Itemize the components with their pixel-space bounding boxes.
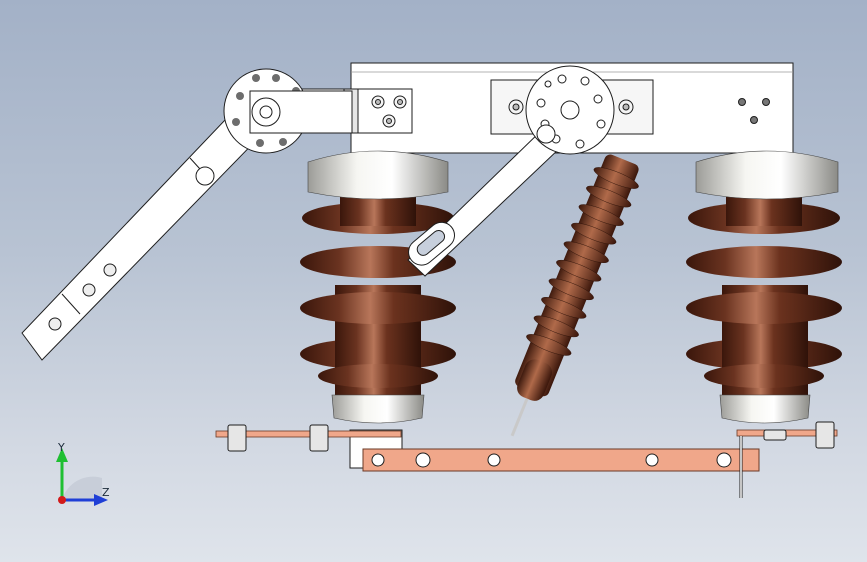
frame-nuts [371, 95, 770, 128]
insulator-right [686, 150, 842, 424]
insulator-left [300, 150, 456, 424]
linkage-arm-center [407, 127, 561, 277]
pivot-disc-left [223, 68, 353, 154]
axis-triad [56, 448, 108, 506]
z-axis-label: Z [102, 486, 110, 499]
pivot-disc-center [525, 65, 615, 155]
rod-insulator [510, 154, 639, 437]
bus-bar [215, 421, 838, 498]
x-axis-dot [58, 496, 66, 504]
y-axis-label: Y [58, 441, 65, 454]
